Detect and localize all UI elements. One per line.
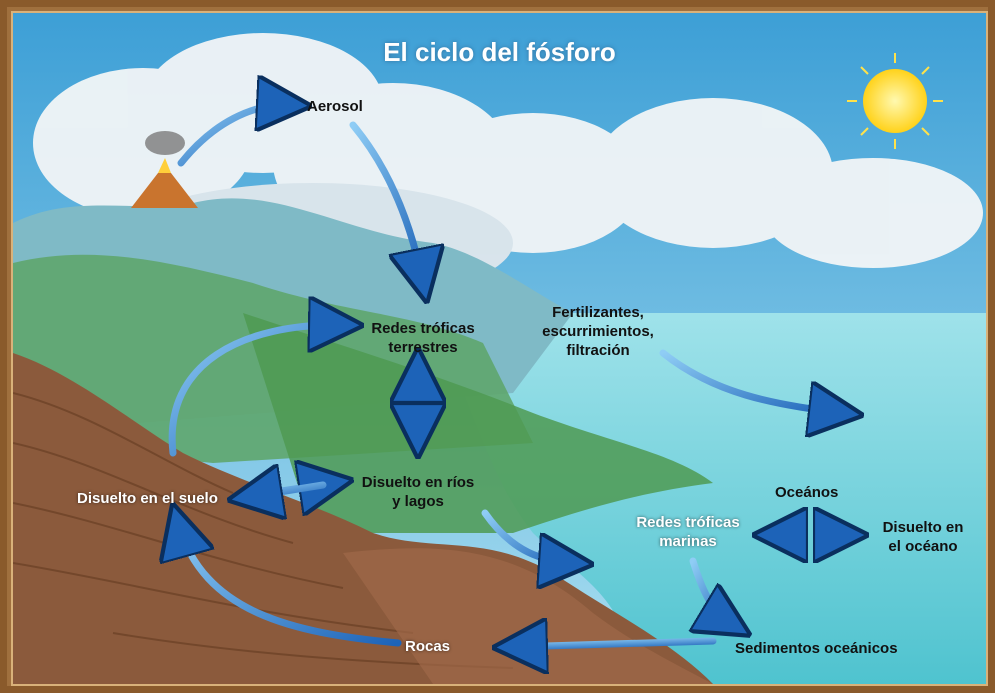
- arrow-soil-to-terrestrial: [168, 325, 343, 457]
- label-rocks: Rocas: [405, 638, 451, 655]
- arrow-volcano-to-aerosol: [177, 105, 291, 167]
- arrow-marine-to-sediments: [693, 557, 733, 625]
- label-marine-food-webs-line1: Redes tróficas: [636, 514, 740, 531]
- arrow-rocks-to-soil: [178, 523, 402, 647]
- label-fertilizers-line2: escurrimientos,: [542, 323, 654, 340]
- arrow-rivers-to-soil: [248, 485, 327, 497]
- label-oceans: Oceános: [775, 484, 839, 501]
- label-dissolved-rivers-line1: Disuelto en ríos: [361, 474, 475, 491]
- label-marine-food-webs: Redes tróficas marinas: [623, 513, 753, 551]
- label-dissolved-rivers-lakes: Disuelto en ríos y lagos: [353, 473, 483, 511]
- illustration: El ciclo del fósforo Aerosol Redes trófi…: [11, 11, 988, 686]
- diagram-title: El ciclo del fósforo: [383, 37, 616, 67]
- label-aerosol: Aerosol: [307, 98, 363, 115]
- phosphorus-cycle-scene: [13, 13, 986, 684]
- label-terrestrial-food-webs: Redes tróficas terrestres: [363, 319, 483, 357]
- label-terrestrial-food-webs-line1: Redes tróficas: [371, 320, 475, 337]
- arrow-aerosol-to-terrestrial: [349, 121, 423, 283]
- label-dissolved-rivers-line2: y lagos: [392, 493, 444, 510]
- label-terrestrial-food-webs-line2: terrestres: [388, 339, 458, 356]
- label-fertilizers-line3: filtración: [566, 342, 630, 359]
- label-fertilizers: Fertilizantes, escurrimientos, filtració…: [523, 303, 673, 360]
- label-dissolved-ocean-line1: Disuelto en: [882, 519, 964, 536]
- label-marine-food-webs-line2: marinas: [659, 533, 717, 550]
- arrow-sediments-to-rocks: [513, 641, 717, 647]
- arrow-fertilizers-to-ocean: [659, 349, 843, 413]
- label-dissolved-ocean-line2: el océano: [888, 538, 958, 555]
- sun-icon: [847, 53, 943, 149]
- coastal-rocks: [343, 548, 713, 684]
- coastal-plain: [243, 313, 713, 533]
- label-ocean-sediments: Sedimentos oceánicos: [735, 640, 898, 657]
- arrow-rivers-to-ocean: [481, 509, 573, 563]
- volcano-icon: [131, 131, 198, 208]
- label-dissolved-in-ocean: Disuelto en el océano: [873, 518, 973, 556]
- label-dissolved-in-soil: Disuelto en el suelo: [77, 490, 218, 507]
- flow-arrows: [172, 105, 863, 647]
- label-fertilizers-line1: Fertilizantes,: [552, 304, 644, 321]
